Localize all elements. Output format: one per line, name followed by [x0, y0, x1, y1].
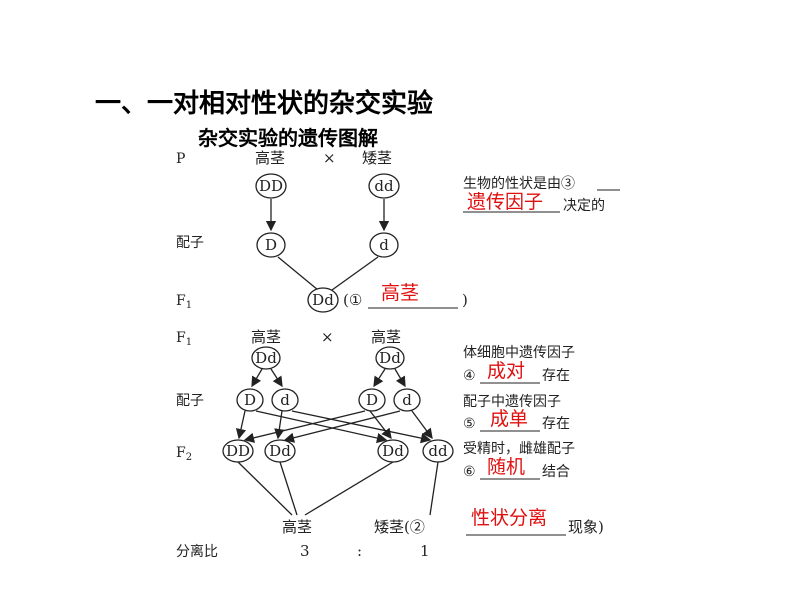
note-4-line1: 体细胞中遗传因子 [463, 345, 575, 361]
note-5-line1: 配子中遗传因子 [463, 394, 561, 410]
answer-1: 高茎 [381, 282, 419, 304]
f2-genotype-4: dd [428, 442, 448, 460]
note-3-suffix: 决定的 [563, 198, 605, 214]
arrow-g4 [394, 368, 406, 388]
f1-blank-suffix: ) [462, 291, 468, 309]
page-title: 一、一对相对性状的杂交实验 [95, 89, 434, 119]
f1-right-phenotype: 高茎 [371, 328, 401, 346]
f1-dd-right-circle [375, 346, 405, 370]
cross-arrow-8 [411, 410, 433, 440]
gamete-circle-1 [256, 232, 286, 258]
line-pheno-3 [304, 461, 394, 516]
note-4-suffix: 存在 [542, 368, 570, 384]
f2-genotype-1: DD [226, 442, 250, 460]
p-left-phenotype: 高茎 [255, 149, 285, 167]
p-right-phenotype: 矮茎 [362, 149, 392, 167]
ratio-right: 1 [420, 542, 430, 560]
line-to-f1-right [331, 256, 379, 291]
line-to-f1-left [277, 256, 319, 291]
f1-left-phenotype: 高茎 [251, 328, 281, 346]
arrow-g2 [270, 368, 283, 388]
note-5-suffix: 存在 [542, 416, 570, 432]
f1-label-2: F1 [176, 330, 192, 348]
cross-arrow-3 [274, 410, 285, 440]
gamete-circle-4 [271, 388, 299, 412]
answer-3: 遗传因子 [467, 191, 543, 213]
arrow-g3 [373, 368, 386, 388]
gamete-circle-6 [393, 388, 421, 412]
note-6-suffix: 结合 [542, 464, 570, 480]
genotype-dd-tall: DD [259, 177, 283, 195]
gamete-3: D [244, 391, 256, 409]
f1-genotype: Dd [312, 291, 334, 309]
phenotype-short: 矮茎(② [374, 518, 425, 536]
note-5-prefix: ⑤ [463, 416, 476, 432]
p-label: P [176, 151, 185, 167]
f1-genotype-circle [307, 287, 339, 313]
arrow-g1 [251, 368, 263, 388]
phenotype-suffix: 现象) [568, 518, 604, 536]
gamete-2: d [379, 236, 389, 254]
cross-arrow-1 [235, 410, 247, 440]
gamete-circle-5 [358, 388, 386, 412]
diagram-subtitle: 杂交实验的遗传图解 [198, 126, 378, 150]
genotype-dd-tall-circle [255, 173, 287, 199]
note-6-line1: 受精时，雌雄配子 [463, 441, 575, 457]
note-3-line1: 生物的性状是由③ [463, 176, 575, 192]
gamete-5: D [366, 391, 378, 409]
answer-6: 随机 [487, 456, 525, 478]
f1-label: F1 [176, 293, 192, 311]
line-pheno-1 [237, 461, 293, 516]
f1-dd-right: Dd [379, 349, 401, 367]
line-pheno-2 [279, 461, 298, 516]
cross-arrow-6 [369, 410, 392, 440]
cross-arrow-7 [283, 410, 401, 443]
gamete-4: d [280, 391, 290, 409]
phenotype-tall: 高茎 [282, 518, 312, 536]
f2-label: F2 [176, 445, 192, 463]
f2-genotype-3: Dd [382, 442, 404, 460]
note-4-prefix: ④ [463, 368, 476, 384]
genotype-dd-short: dd [374, 177, 394, 195]
answer-5: 成单 [490, 408, 528, 430]
ratio-colon: : [357, 542, 362, 560]
cross-symbol-2: × [321, 328, 334, 346]
f1-dd-left-circle [251, 346, 281, 370]
gamete-label-1: 配子 [176, 235, 204, 251]
gamete-1: D [265, 236, 277, 254]
gamete-label-2: 配子 [176, 393, 204, 409]
gamete-circle-3 [236, 388, 264, 412]
ratio-label: 分离比 [176, 543, 218, 560]
answer-4: 成对 [487, 360, 525, 382]
answer-2: 性状分离 [471, 507, 547, 529]
gamete-circle-2 [369, 232, 399, 258]
cross-arrow-5 [243, 410, 366, 443]
f2-genotype-2: Dd [269, 442, 291, 460]
genotype-dd-short-circle [368, 173, 400, 199]
cross-arrow-2 [255, 410, 388, 444]
gamete-6: d [402, 391, 412, 409]
f1-blank-prefix: (① [343, 291, 362, 309]
ratio-left: 3 [300, 542, 310, 560]
line-pheno-4 [429, 461, 439, 516]
cross-symbol: × [323, 149, 336, 167]
note-6-prefix: ⑥ [463, 464, 476, 480]
cross-arrow-4 [291, 410, 432, 444]
f1-dd-left: Dd [255, 349, 277, 367]
